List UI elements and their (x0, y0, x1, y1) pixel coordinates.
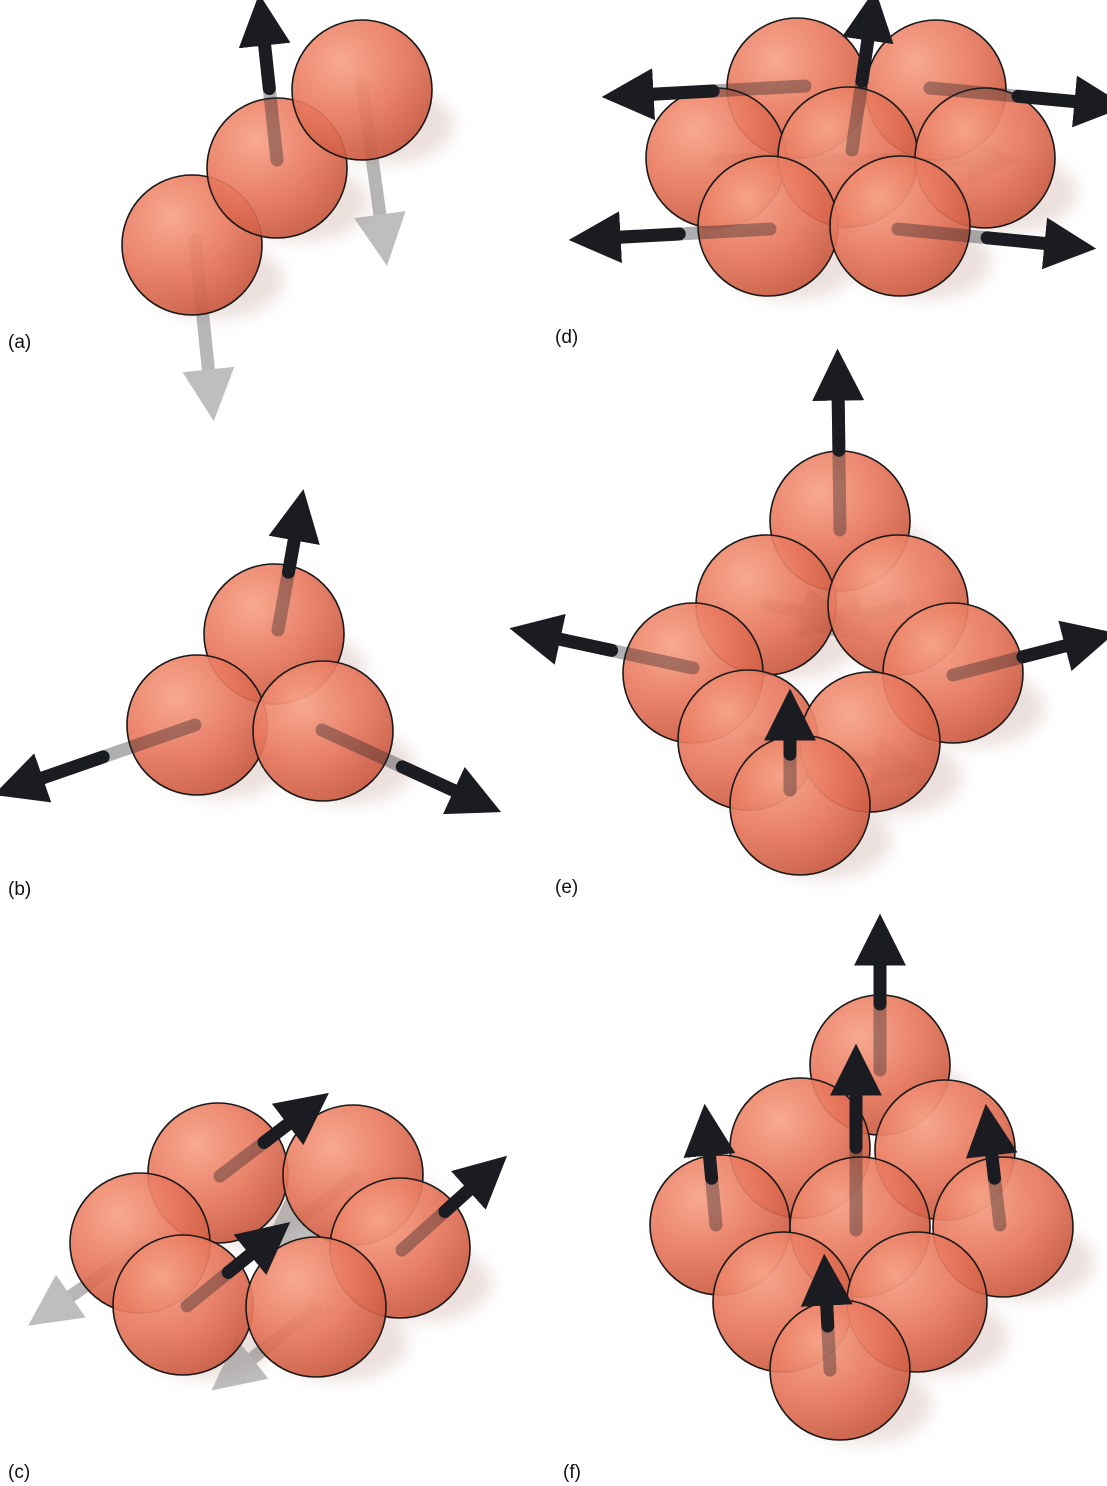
magnetic-moment-arrow (1018, 96, 1090, 103)
magnetic-moment-arrow (605, 234, 679, 238)
sphere-particle (770, 1300, 910, 1440)
magnetic-moment-arrow (545, 636, 612, 650)
panel-label-e: (e) (555, 877, 578, 898)
magnetic-moment-arrow (990, 1140, 995, 1178)
panel-label-a: (a) (8, 332, 31, 353)
magnetic-moment-arrow (862, 25, 870, 81)
panel-c (58, 1103, 492, 1381)
panel-label-d: (d) (555, 327, 578, 348)
magnetic-moment-arrow (263, 30, 269, 89)
panel-label-c: (c) (8, 1462, 30, 1483)
panel-a (122, 20, 454, 385)
magnetic-moment-arrow (708, 1140, 712, 1178)
magnetic-moment-arrow (638, 91, 713, 95)
panel-e (545, 385, 1080, 879)
magnetic-moment-arrow (28, 757, 103, 783)
magnetic-moment-arrow (987, 238, 1060, 245)
sphere-particle (246, 1237, 386, 1377)
sphere-particle (292, 20, 432, 160)
panel-f (650, 950, 1095, 1444)
magnetic-moment-arrow (402, 767, 468, 797)
magnetic-moment-arrow (826, 1290, 828, 1326)
panel-label-f: (f) (563, 1462, 581, 1483)
magnetic-moment-arrow (1023, 642, 1080, 657)
panel-d (605, 18, 1090, 300)
panel-label-b: (b) (8, 879, 31, 900)
sphere-particle (730, 735, 870, 875)
panel-b (28, 525, 468, 805)
magnetic-moment-arrow (288, 525, 297, 572)
magnetic-moment-arrow (445, 1180, 480, 1212)
magnetic-moment-arrow (838, 385, 839, 450)
